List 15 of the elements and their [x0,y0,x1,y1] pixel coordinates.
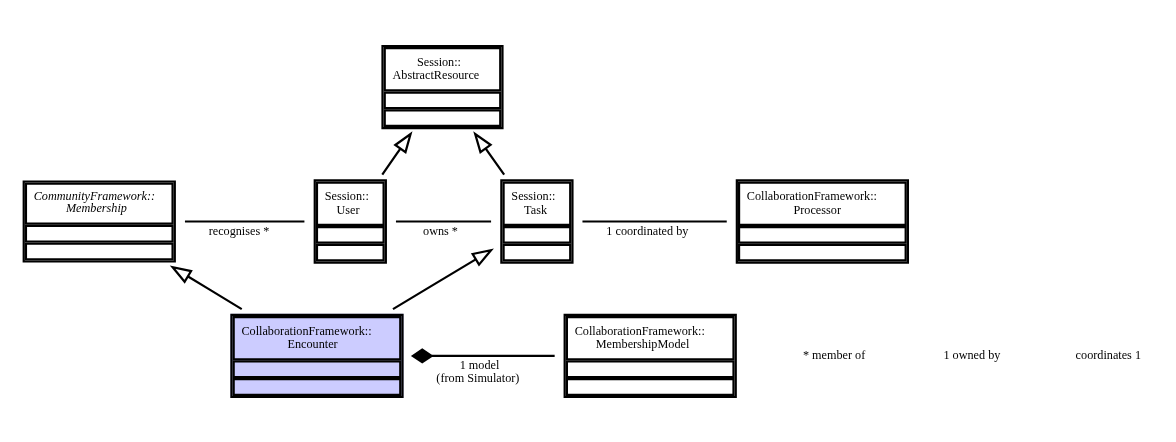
arrow [169,264,243,310]
edge-label: owns * [423,223,458,238]
arrow [473,130,506,175]
connector [395,219,492,223]
label: * member of [802,347,866,362]
label: 1 owned by [943,347,1001,362]
connector [410,347,555,363]
edge-label: 1 model (from Simulator) [436,357,520,385]
arrow [392,247,494,310]
label: coordinates 1 [1075,347,1142,362]
arrow [381,130,413,175]
edge-label: recognises * [208,223,270,238]
connector [582,219,727,223]
connector [184,219,305,223]
edge-label: 1 coordinated by [606,223,689,238]
